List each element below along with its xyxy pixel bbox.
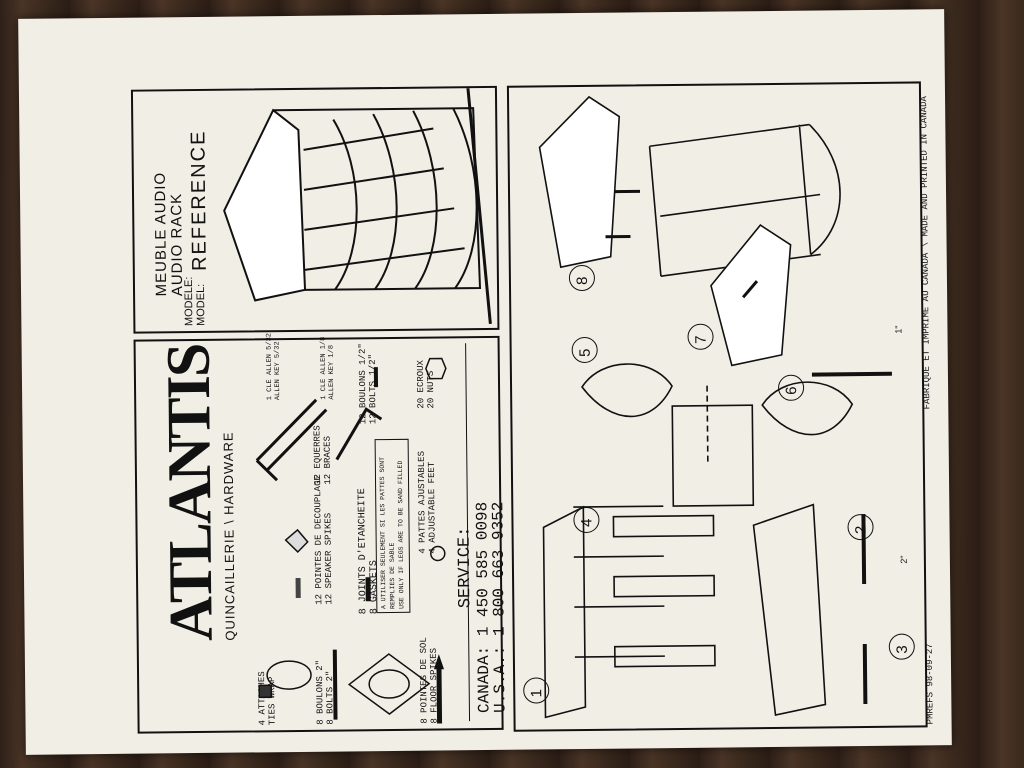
- model-label-fr: MODELE:: [182, 276, 196, 327]
- product-title-box: MEUBLE AUDIO AUDIO RACK MODELE: MODEL: R…: [130, 85, 500, 334]
- step-6-number: 6: [783, 386, 801, 395]
- hardware-box: ATLANTIS QUINCAILLERIE \ HARDWARE 4 ATTA…: [133, 333, 509, 734]
- step-6-circle: 6: [777, 374, 805, 401]
- step-2-number: 2: [852, 525, 870, 535]
- service-label: SERVICE:: [455, 526, 476, 609]
- title-fr-line: MEUBLE AUDIO: [151, 171, 171, 297]
- step-4-circle: 4: [573, 506, 600, 534]
- dim-two-inch: 2": [898, 555, 909, 564]
- step-3-circle: 3: [888, 633, 915, 660]
- instruction-sheet: MEUBLE AUDIO AUDIO RACK MODELE: MODEL: R…: [18, 9, 952, 755]
- footer-code: PMREFS 98-09-27: [924, 643, 936, 725]
- dim-one-inch: 1": [893, 325, 904, 334]
- step-2-circle: 2: [847, 513, 874, 541]
- step-8-circle: 8: [568, 264, 596, 292]
- assembly-illustration: [538, 95, 892, 719]
- step-7-number: 7: [692, 335, 710, 344]
- step-8-number: 8: [573, 276, 591, 286]
- hardware-parts-drawing: [255, 343, 471, 724]
- step-5-number: 5: [576, 348, 594, 358]
- service-usa: U.S.A.: 1 800 663 9352: [489, 501, 510, 713]
- audio-rack-illustration: [223, 88, 492, 325]
- step-4-number: 4: [578, 518, 596, 528]
- footer-made-in-canada: FABRIQUE ET IMPRIME AU CANADA \ MADE AND…: [919, 96, 933, 410]
- step-1-circle: 1: [523, 677, 550, 704]
- step-7-circle: 7: [687, 323, 714, 350]
- step-5-circle: 5: [571, 336, 598, 364]
- step-3-number: 3: [893, 645, 911, 654]
- step-1-number: 1: [528, 689, 546, 698]
- model-name: REFERENCE: [187, 129, 211, 272]
- assembly-steps-box: 1 2 3 4 5 6 7 8 1" 2": [506, 81, 928, 732]
- model-label-en: MODEL:: [194, 283, 208, 327]
